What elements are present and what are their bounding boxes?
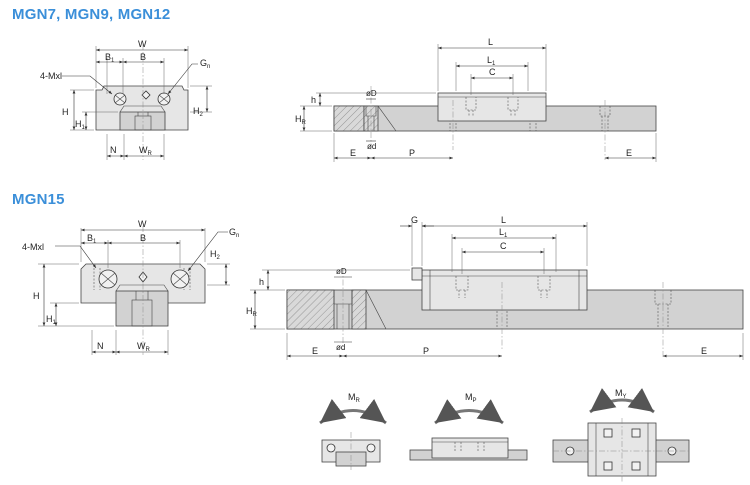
large-rail <box>115 290 169 327</box>
label-h: h <box>311 95 316 105</box>
rotation-arrow-yaw <box>589 388 655 414</box>
label-large-H2: H2 <box>210 249 221 261</box>
label-HR: HR <box>295 114 307 126</box>
label-large-phiD: øD <box>336 267 347 276</box>
moment-MR-diagram: MR <box>319 392 387 470</box>
label-large-B1: B1 <box>87 233 97 245</box>
label-W: W <box>138 39 147 49</box>
label-large-B: B <box>140 233 146 243</box>
label-screw: 4-Mxl <box>40 71 62 81</box>
rotation-arrow-roll <box>319 398 387 425</box>
label-large-screw: 4-Mxl <box>22 242 44 252</box>
label-phiD: øD <box>366 89 377 98</box>
label-large-C: C <box>500 241 507 251</box>
label-large-E-left: E <box>312 346 318 356</box>
label-B: B <box>140 52 146 62</box>
label-large-W: W <box>138 219 147 229</box>
label-H2: H2 <box>193 106 204 118</box>
label-large-E-right: E <box>701 346 707 356</box>
label-L: L <box>488 37 493 47</box>
label-WR: WR <box>139 145 153 157</box>
large-side-block <box>421 269 588 311</box>
label-large-L1: L1 <box>499 227 508 239</box>
rotation-arrow-pitch <box>434 399 504 425</box>
large-end-view: W B1 B Gn 4-Mxl H H1 H2 N WR <box>22 219 239 355</box>
label-large-N: N <box>97 341 104 351</box>
label-MR: MR <box>348 392 361 404</box>
label-large-phid: ød <box>336 343 345 352</box>
label-MY: MY <box>615 388 627 400</box>
title-small-series: MGN7, MGN9, MGN12 <box>12 6 171 23</box>
label-Gn: Gn <box>200 58 210 70</box>
title-large-series: MGN15 <box>12 191 65 208</box>
label-large-Gn: Gn <box>229 227 239 239</box>
small-side-block <box>437 92 547 122</box>
label-C: C <box>489 67 496 77</box>
label-large-H1: H1 <box>46 314 57 326</box>
label-large-HR: HR <box>246 306 258 318</box>
label-H: H <box>62 107 69 117</box>
label-large-WR: WR <box>137 341 151 353</box>
label-large-H: H <box>33 291 40 301</box>
label-MP: MP <box>465 392 477 404</box>
small-rail <box>119 111 166 131</box>
label-phid: ød <box>367 142 376 151</box>
large-side-view: L L1 C G h HR øD ød E P E <box>246 215 744 360</box>
label-H1: H1 <box>75 119 86 131</box>
label-L1: L1 <box>487 55 496 67</box>
label-E-right: E <box>626 148 632 158</box>
label-N: N <box>110 145 117 155</box>
label-large-P: P <box>423 346 429 356</box>
small-end-view: W B1 B Gn 4-Mxl H H1 H2 N WR <box>40 39 212 160</box>
label-B1: B1 <box>105 52 115 64</box>
small-side-view: L L1 C h HR øD ød E P E <box>295 37 657 162</box>
label-large-G: G <box>411 215 418 225</box>
label-E-left: E <box>350 148 356 158</box>
label-large-h: h <box>259 277 264 287</box>
label-large-L: L <box>501 215 506 225</box>
moment-MP-diagram: MP <box>409 392 528 461</box>
label-P: P <box>409 148 415 158</box>
moment-MY-diagram: MY <box>552 388 690 482</box>
